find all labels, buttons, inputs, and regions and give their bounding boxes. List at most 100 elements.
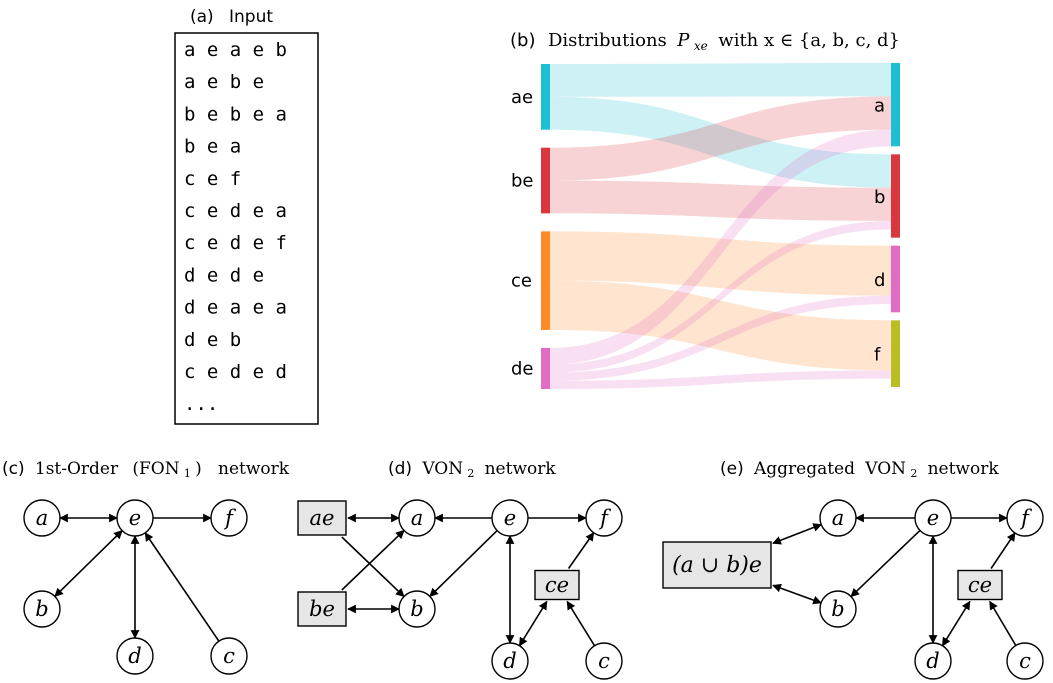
- node-e: [914, 499, 952, 537]
- edge-c-ce: [566, 600, 596, 647]
- node-label-f: f: [598, 506, 611, 530]
- panel-c-title-post: ): [195, 459, 202, 479]
- panel-b-title: (b) Distributions P xe with x ∈ {a, b, c…: [510, 30, 900, 54]
- sequence-line: d e d e: [184, 264, 264, 286]
- sankey-label-de: de: [511, 358, 534, 379]
- edge-c-e: [144, 532, 220, 642]
- sankey-flow-ae-b: [550, 96, 891, 188]
- sankey-flow-ce-f: [550, 280, 891, 371]
- node-label-a: a: [832, 506, 845, 530]
- panel-b-title-math: P: [676, 30, 690, 51]
- sankey-flow-de-d: [550, 295, 891, 381]
- panel-e-label: (e): [720, 459, 744, 479]
- panel-d-title-tail: network: [485, 459, 557, 479]
- edge-e-b: [429, 530, 498, 598]
- sankey-flow-de-a: [550, 129, 891, 365]
- edge-ab-a: [772, 523, 823, 545]
- sequence-line: c e f: [184, 168, 241, 190]
- edge-e-b: [850, 529, 921, 598]
- panel-c-title-mid: (FON: [132, 459, 179, 479]
- sequence-line: a e a e b: [184, 39, 287, 61]
- sankey-label-ae: ae: [511, 87, 533, 108]
- node-c: [585, 642, 623, 680]
- panel-d-title-pre: VON: [421, 459, 463, 479]
- node-label-e: e: [129, 506, 141, 530]
- input-box: [174, 32, 319, 425]
- panel-b-title-sub: xe: [694, 39, 708, 53]
- node-d: [914, 642, 952, 680]
- node-label-f: f: [223, 506, 236, 530]
- sankey-node-de: [541, 347, 550, 389]
- edge-be-a: [341, 529, 405, 591]
- node-be: [297, 591, 347, 627]
- node-ab: [662, 541, 772, 589]
- node-label-c: c: [598, 649, 610, 673]
- sankey-flow-de-b: [550, 221, 891, 373]
- node-label-ae: ae: [310, 506, 335, 530]
- node-e: [116, 499, 154, 537]
- node-label-e: e: [504, 506, 516, 530]
- panel-e-title-tail: network: [928, 459, 1000, 479]
- node-label-d: d: [128, 644, 141, 668]
- sequence-line: b e b e a: [184, 103, 287, 125]
- node-d: [491, 642, 529, 680]
- sankey-node-a: [891, 63, 900, 147]
- node-label-ce: ce: [545, 573, 569, 597]
- sankey-node-be: [541, 147, 550, 214]
- panel-a-title: Input: [229, 7, 273, 27]
- node-label-e: e: [927, 506, 939, 530]
- panel-d-title: (d) VON 2 network: [388, 459, 556, 481]
- sankey-node-f: [891, 320, 900, 387]
- sankey-label-d: d: [874, 270, 885, 291]
- node-label-d: d: [503, 649, 516, 673]
- node-label-ab: (a ∪ b)e: [672, 553, 762, 578]
- sequence-line: d e a e a: [184, 297, 287, 319]
- panel-d-title-sub: 2: [467, 467, 474, 480]
- node-label-be: be: [309, 597, 335, 621]
- node-label-d: d: [926, 649, 939, 673]
- node-label-f: f: [1019, 506, 1032, 530]
- node-label-b: b: [410, 597, 423, 621]
- panel-e-title: (e) Aggregated VON 2 network: [720, 459, 999, 481]
- panel-b: (b) Distributions P xe with x ∈ {a, b, c…: [510, 30, 900, 389]
- sankey-label-a: a: [874, 96, 885, 117]
- edge-ce-d: [941, 600, 971, 647]
- sequence-line: ...: [184, 393, 218, 415]
- sequence-line: a e b e: [184, 71, 264, 93]
- panel-c-title-sub: 1: [184, 467, 191, 480]
- edge-ce-f: [990, 532, 1016, 569]
- panel-c-title-tail: network: [218, 459, 290, 479]
- panel-d-label: (d): [388, 459, 412, 479]
- node-b: [23, 590, 61, 628]
- sequence-line: d e b: [184, 329, 241, 351]
- sequence-line: c e d e f: [184, 232, 287, 254]
- node-a: [819, 499, 857, 537]
- node-a: [23, 499, 61, 537]
- node-b: [398, 590, 436, 628]
- panel-c-title: (c) 1st-Order (FON 1 ) network: [2, 459, 290, 481]
- node-label-b: b: [831, 597, 844, 621]
- node-label-a: a: [411, 506, 424, 530]
- sankey-label-ce: ce: [511, 271, 532, 292]
- sequence-line: c e d e d: [184, 361, 287, 383]
- sankey-flow-be-a: [550, 96, 891, 181]
- sankey-node-ce: [541, 231, 550, 330]
- node-label-c: c: [1019, 649, 1031, 673]
- sankey-node-b: [891, 154, 900, 238]
- sankey-flow-be-b: [550, 180, 891, 221]
- node-f: [210, 499, 248, 537]
- node-a: [398, 499, 436, 537]
- node-b: [819, 590, 857, 628]
- sankey-flows: [550, 63, 891, 389]
- sankey-flow-de-f: [550, 370, 891, 389]
- panel-c-label: (c): [2, 459, 25, 479]
- node-label-b: b: [35, 597, 48, 621]
- node-label-c: c: [223, 644, 235, 668]
- sankey-flow-ae-a: [550, 63, 891, 97]
- node-ce: [534, 569, 580, 601]
- sequence-line: c e d e a: [184, 200, 287, 222]
